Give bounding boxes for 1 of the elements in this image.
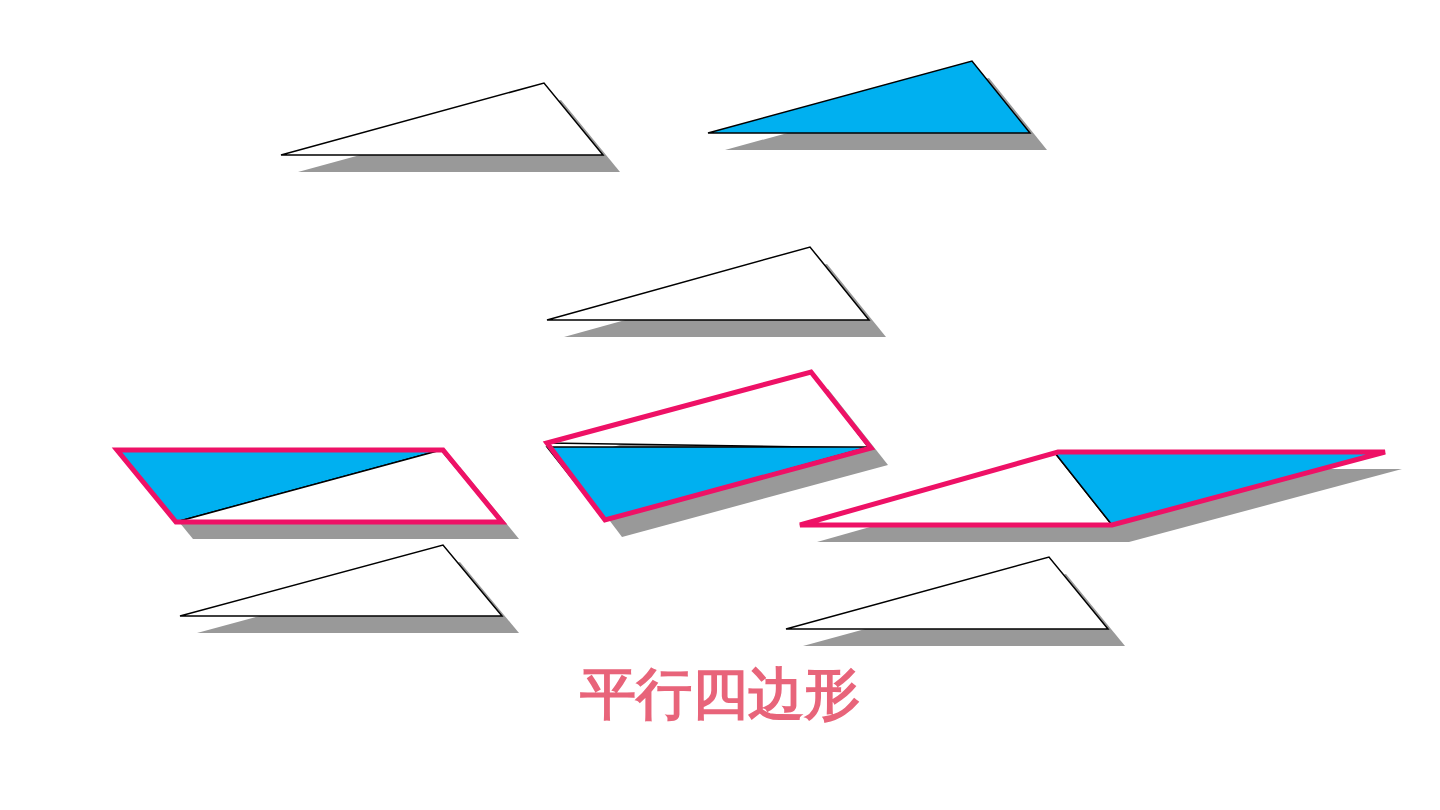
shape-name-label: 平行四边形 — [579, 660, 861, 728]
